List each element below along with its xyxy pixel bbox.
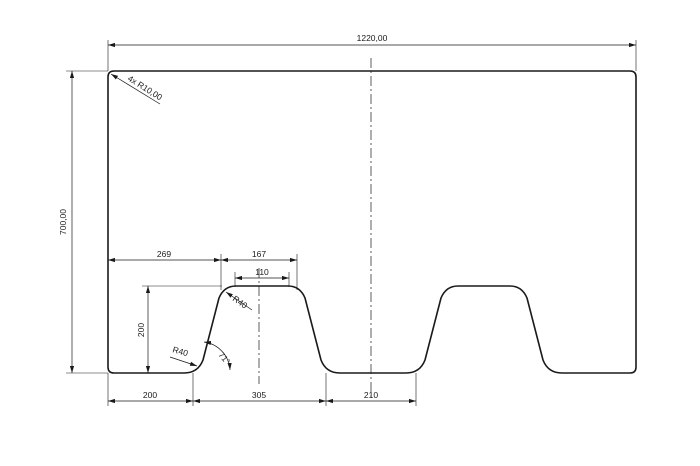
panel-outline: [107, 70, 637, 374]
bottom-radius-label: R40: [171, 344, 189, 358]
corner-radius-leader: [110, 73, 161, 105]
overall-height-label: 700,00: [58, 209, 68, 235]
bottom-gap-label: 210: [364, 390, 378, 400]
top-radius-leader: [225, 291, 253, 311]
cutout-depth-label: 200: [136, 323, 146, 337]
flank-angle-arc: [203, 340, 232, 371]
top-radius-label: R40: [231, 293, 250, 310]
first-offset-label: 269: [157, 249, 171, 259]
top-inner-label: 110: [255, 267, 269, 277]
left-margin-label: 200: [143, 390, 157, 400]
bottom-radius-leader: [169, 356, 198, 367]
corner-radius-label: 4x R10,00: [126, 73, 164, 102]
pitch-label: 305: [252, 390, 266, 400]
flank-angle-label: 71°: [216, 350, 232, 366]
top-outer-label: 167: [252, 249, 266, 259]
overall-width-label: 1220,00: [357, 33, 388, 43]
